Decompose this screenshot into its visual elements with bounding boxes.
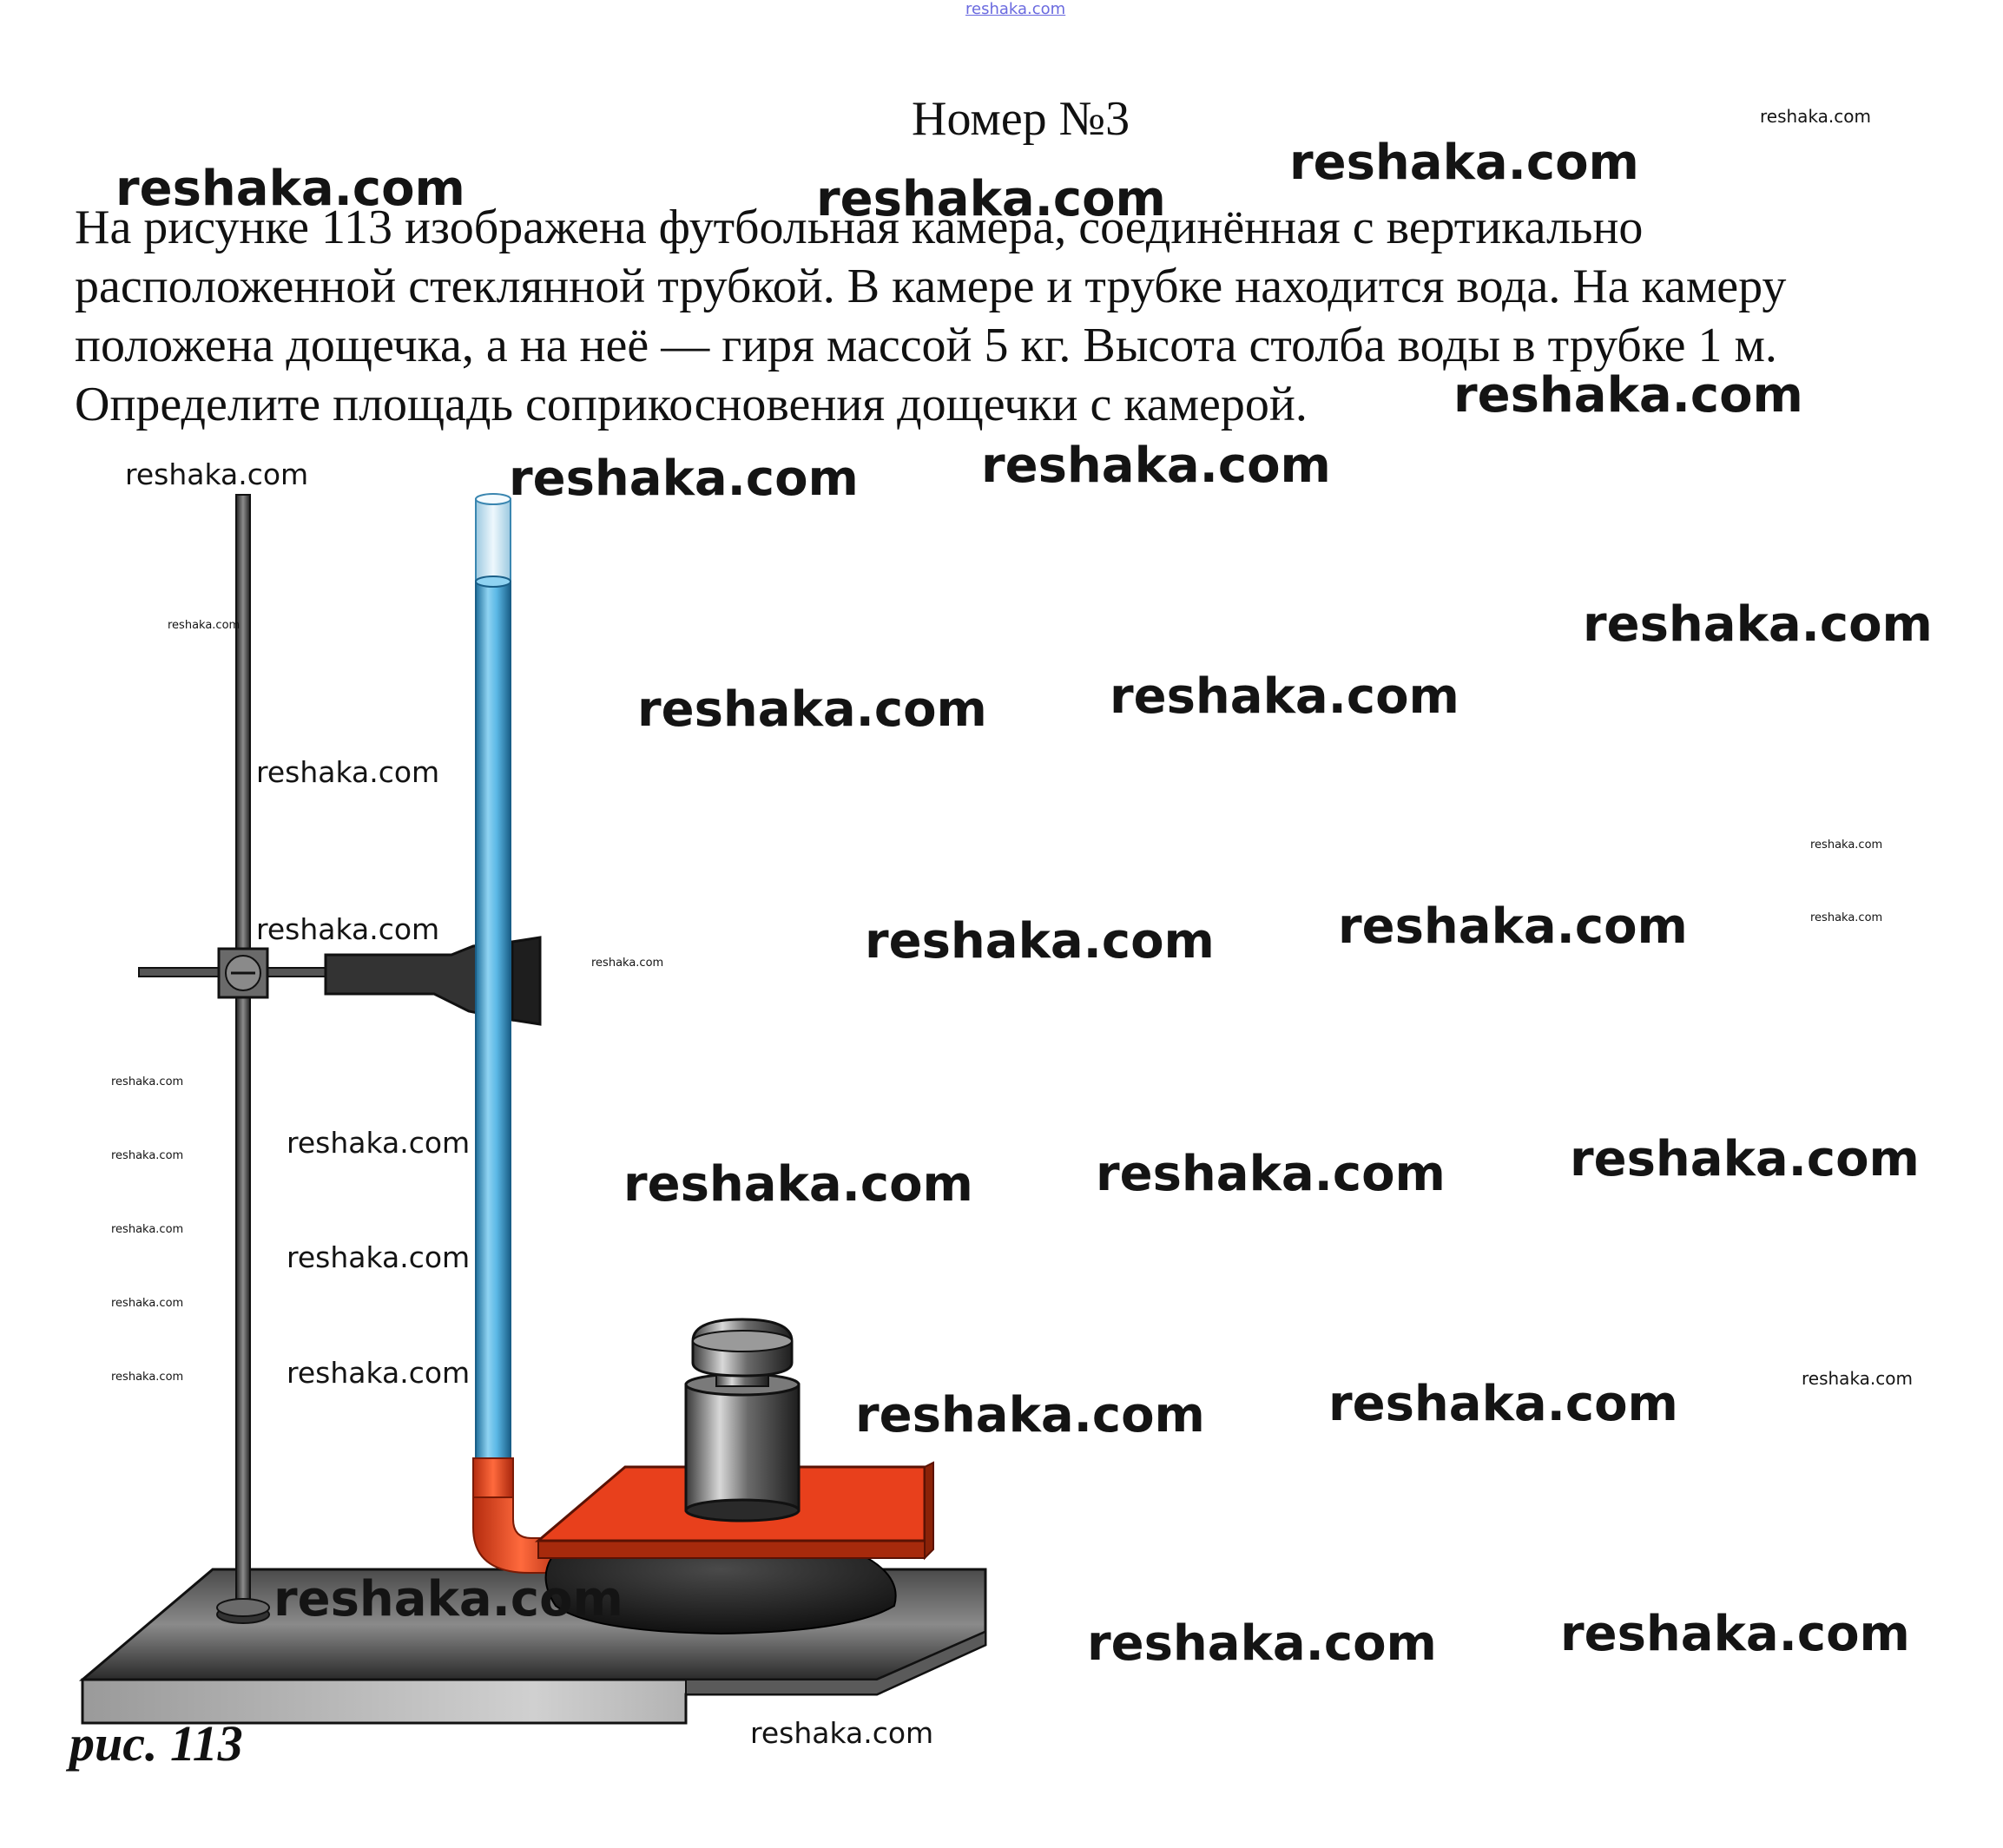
watermark[interactable]: reshaka.com	[1810, 839, 1883, 852]
watermark[interactable]: reshaka.com	[855, 1387, 1205, 1444]
problem-line: расположенной стеклянной трубкой. В каме…	[75, 260, 1787, 313]
watermark[interactable]: reshaka.com	[1802, 1368, 1913, 1389]
watermark[interactable]: reshaka.com	[111, 1297, 184, 1310]
watermark[interactable]: reshaka.com	[273, 1571, 623, 1628]
watermark[interactable]: reshaka.com	[287, 1240, 471, 1274]
watermark[interactable]: reshaka.com	[1570, 1131, 1920, 1187]
watermark[interactable]: reshaka.com	[591, 957, 664, 970]
watermark[interactable]: reshaka.com	[256, 912, 440, 946]
watermark[interactable]: reshaka.com	[1560, 1606, 1910, 1662]
watermark[interactable]: reshaka.com	[111, 1371, 184, 1384]
watermark[interactable]: reshaka.com	[1110, 668, 1459, 725]
watermark[interactable]: reshaka.com	[125, 457, 309, 491]
problem-line: Определите площадь соприкосновения дощеч…	[75, 378, 1308, 431]
watermark[interactable]: reshaka.com	[115, 161, 465, 217]
problem-line: положена дощечка, а на неё — гиря массой…	[75, 319, 1777, 372]
watermark[interactable]: reshaka.com	[981, 437, 1331, 494]
watermark[interactable]: reshaka.com	[1810, 911, 1883, 924]
page-title: Номер №3	[912, 92, 1130, 146]
tube-clamp	[138, 936, 542, 1026]
problem-text: На рисунке 113 изображена футбольная кам…	[75, 198, 1967, 434]
watermark[interactable]: reshaka.com	[509, 450, 859, 507]
watermark[interactable]: reshaka.com	[637, 681, 987, 738]
watermark[interactable]: reshaka.com	[1289, 135, 1639, 191]
watermark[interactable]: reshaka.com	[1760, 106, 1871, 127]
watermark[interactable]: reshaka.com	[1096, 1146, 1446, 1202]
problem-line: На рисунке 113 изображена футбольная кам…	[75, 201, 1644, 254]
watermark[interactable]: reshaka.com	[1583, 596, 1933, 653]
watermark[interactable]: reshaka.com	[287, 1126, 471, 1160]
watermark[interactable]: reshaka.com	[1087, 1615, 1437, 1672]
watermark[interactable]: reshaka.com	[111, 1149, 184, 1162]
watermark[interactable]: reshaka.com	[1328, 1376, 1678, 1432]
watermark[interactable]: reshaka.com	[816, 171, 1166, 227]
watermark[interactable]: reshaka.com	[287, 1356, 471, 1390]
glass-tube	[475, 493, 511, 1459]
watermark[interactable]: reshaka.com	[1453, 367, 1803, 424]
watermark[interactable]: reshaka.com	[111, 1075, 184, 1088]
watermark[interactable]: reshaka.com	[750, 1716, 934, 1750]
figure-caption: рис. 113	[69, 1715, 243, 1772]
watermark[interactable]: reshaka.com	[111, 1223, 184, 1236]
watermark[interactable]: reshaka.com	[168, 619, 240, 632]
watermark[interactable]: reshaka.com	[256, 755, 440, 789]
watermark[interactable]: reshaka.com	[1338, 898, 1688, 955]
stand-rod	[216, 494, 270, 1624]
watermark-top[interactable]: reshaka.com	[965, 0, 1066, 18]
weight-5kg	[684, 1318, 801, 1522]
watermark[interactable]: reshaka.com	[623, 1156, 973, 1213]
watermark[interactable]: reshaka.com	[865, 913, 1215, 970]
